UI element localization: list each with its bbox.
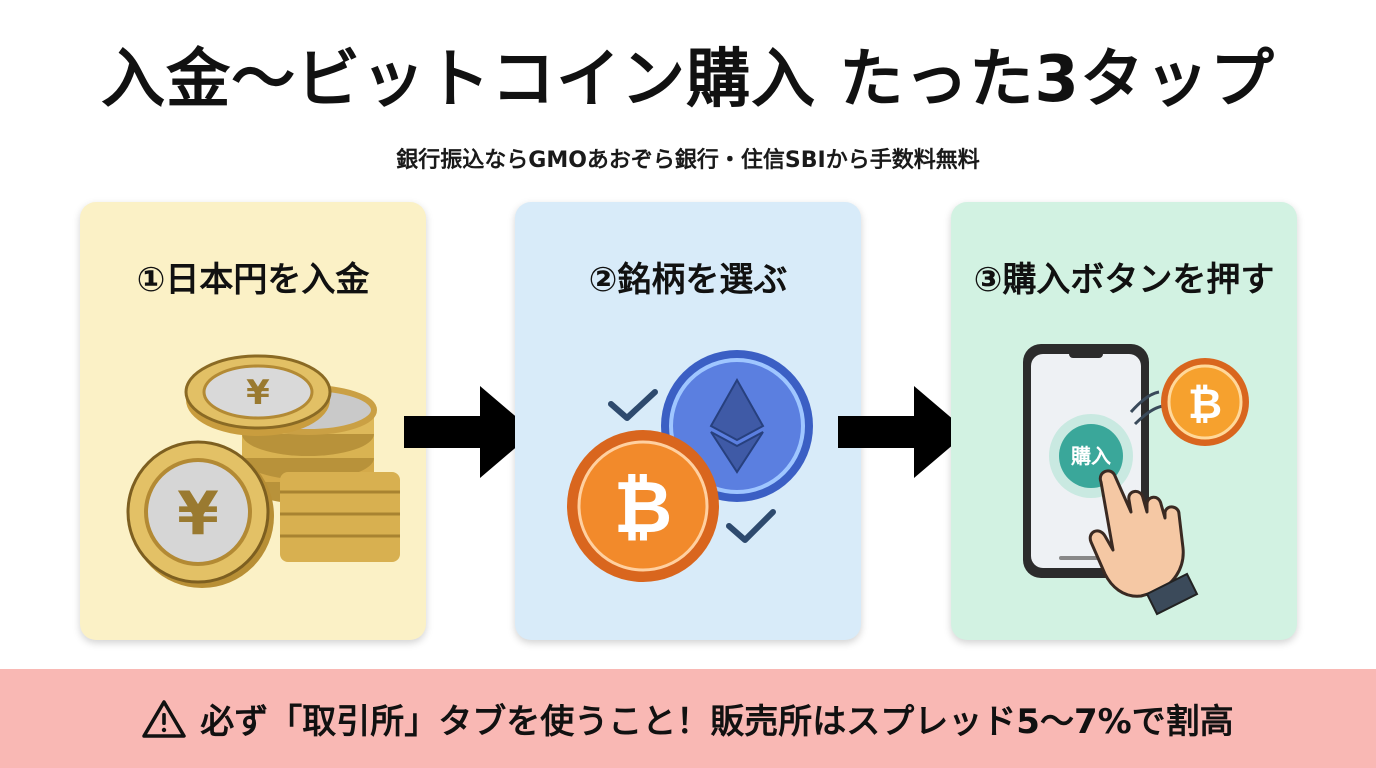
arrow-right-icon (404, 386, 534, 478)
checkmark-icon (726, 509, 776, 543)
step-label: ③購入ボタンを押す (973, 260, 1275, 300)
warning-text: 必ず「取引所」タブを使うこと！販売所はスプレッド5〜7%で割高 (200, 702, 1234, 742)
warning-triangle-icon (142, 699, 187, 738)
warning-banner: 必ず「取引所」タブを使うこと！販売所はスプレッド5〜7%で割高 (0, 669, 1376, 768)
buy-button-label: 購入 (1071, 444, 1111, 468)
motion-lines (1129, 390, 1164, 426)
page-title: 入金〜ビットコイン購入 たった3タップ (101, 43, 1275, 117)
step-label: ②銘柄を選ぶ (588, 260, 788, 300)
step-card-deposit: ①日本円を入金 ¥ ¥ (80, 202, 426, 640)
tapping-hand-icon (1088, 469, 1199, 616)
yen-coins-icon: ¥ ¥ (126, 354, 400, 588)
coin-stack-side (280, 472, 400, 562)
page-subtitle: 銀行振込ならGMOあおぞら銀行・住信SBIから手数料無料 (396, 148, 980, 173)
step-card-buy: ③購入ボタンを押す 購入 ₿ (951, 202, 1297, 640)
yen-symbol: ¥ (246, 373, 270, 413)
bitcoin-coin-icon: ₿ (567, 430, 719, 582)
coin-front: ¥ (126, 440, 274, 588)
step-label: ①日本円を入金 (136, 260, 370, 300)
coin-top: ¥ (184, 354, 332, 436)
arrow-right-icon (838, 386, 968, 478)
step-card-select-coin: ②銘柄を選ぶ ₿ (515, 202, 861, 640)
btc-symbol: ₿ (1188, 379, 1222, 428)
crypto-coins-icon: ₿ (567, 350, 813, 582)
yen-symbol: ¥ (177, 479, 219, 549)
bitcoin-coin-icon: ₿ (1161, 358, 1249, 446)
checkmark-icon (608, 389, 658, 421)
smartphone-buy-icon: 購入 ₿ (1023, 344, 1249, 616)
btc-symbol: ₿ (614, 465, 673, 549)
